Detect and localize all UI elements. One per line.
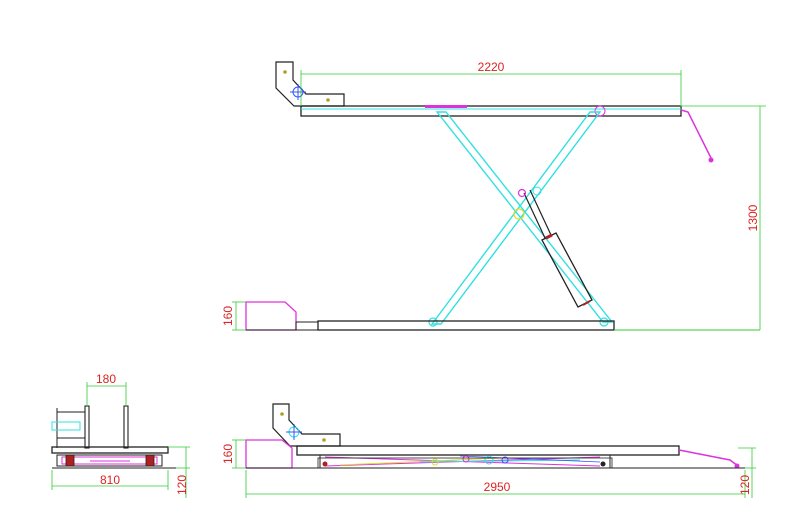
end-view: 180 810 120 bbox=[51, 372, 190, 498]
scissor-arm-a bbox=[435, 111, 614, 323]
bracket-bolt bbox=[283, 70, 287, 74]
scissor-center-pivot bbox=[513, 208, 525, 220]
dim-end-top: 180 bbox=[96, 372, 116, 386]
base-step bbox=[295, 321, 319, 331]
platform-pad bbox=[425, 105, 467, 108]
drive-ramp bbox=[680, 109, 713, 161]
dim-side-length: 2220 bbox=[478, 60, 505, 74]
base-frame bbox=[317, 320, 615, 331]
platform-end-bracket bbox=[275, 61, 345, 107]
scissor-foot-pivot bbox=[599, 317, 609, 327]
dim-side-base: 160 bbox=[221, 306, 235, 326]
hydraulic-cylinder bbox=[517, 186, 593, 308]
scissor-arm-b bbox=[430, 111, 602, 325]
side-view-closed: 160 2950 120 bbox=[221, 403, 756, 498]
end-view-wheel bbox=[65, 454, 75, 467]
scissor-foot-pivot bbox=[428, 317, 438, 327]
bracket-bolt bbox=[326, 98, 330, 102]
closed-ramp bbox=[678, 449, 739, 467]
dim-closed-height: 120 bbox=[738, 475, 752, 495]
base-ramp-block bbox=[245, 301, 297, 331]
end-view-pivot bbox=[51, 421, 81, 431]
dim-end-width: 810 bbox=[100, 473, 120, 487]
platform-end-bracket bbox=[272, 403, 341, 447]
upper-platform bbox=[300, 105, 682, 117]
side-view-raised: 2220 1300 160 bbox=[221, 60, 766, 331]
dim-closed-base: 160 bbox=[221, 444, 235, 464]
dim-side-height: 1300 bbox=[746, 204, 760, 231]
dim-end-height: 120 bbox=[175, 475, 189, 495]
dim-closed-length: 2950 bbox=[484, 480, 511, 494]
end-view-deck bbox=[51, 446, 169, 454]
closed-platform bbox=[296, 445, 680, 456]
end-view-wheel bbox=[145, 454, 155, 467]
platform-pivot bbox=[594, 105, 606, 117]
closed-base-ramp-block bbox=[245, 439, 293, 469]
